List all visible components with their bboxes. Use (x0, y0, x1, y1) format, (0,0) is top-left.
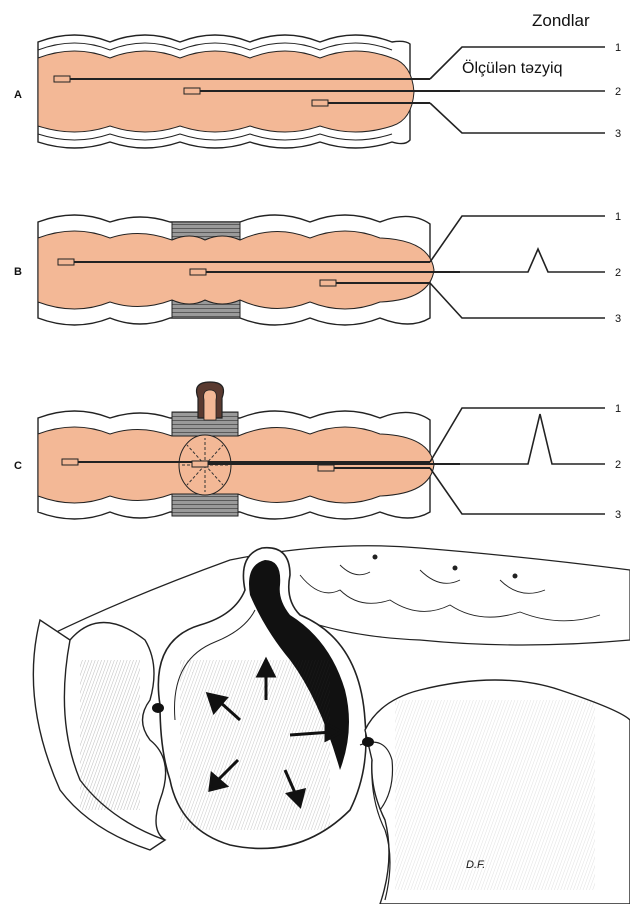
pressure-trace-2-c (460, 414, 605, 464)
probe-number-3-c: 3 (615, 509, 621, 521)
probe-number-1-b: 1 (615, 211, 621, 223)
probe-number-2-a: 2 (615, 86, 621, 98)
panel-letter-b: B (14, 266, 22, 278)
probe-tip-3-c (318, 465, 334, 471)
probe-number-2-c: 2 (615, 459, 621, 471)
pressure-trace-2-b (460, 249, 605, 272)
probe-number-3-b: 3 (615, 313, 621, 325)
artist-signature: D.F. (466, 859, 485, 871)
haustral-fold-right (362, 737, 374, 747)
probe-tip-3-b (320, 280, 336, 286)
probe-tip-1-a (54, 76, 70, 82)
probe-tip-2-a (184, 88, 200, 94)
intestine-lumen-b (38, 231, 434, 309)
pressure-trace-1-b (430, 216, 605, 262)
pressure-trace-1-c (430, 408, 605, 462)
measured-pressure-label: Ölçülən təzyiq (462, 59, 563, 77)
pressure-trace-3-c (430, 468, 605, 514)
panel-letter-a: A (14, 89, 22, 101)
probe-tip-3-a (312, 100, 328, 106)
probe-tip-1-c (62, 459, 78, 465)
probes-title: Zondlar (532, 11, 590, 30)
panel-letter-c: C (14, 460, 22, 472)
panel-a: A 1 2 3 (14, 35, 621, 148)
probe-number-2-b: 2 (615, 267, 621, 279)
probe-number-3-a: 3 (615, 128, 621, 140)
probe-number-1-c: 1 (615, 403, 621, 415)
probe-number-1-a: 1 (615, 42, 621, 54)
serosal-surface (40, 546, 630, 645)
panel-c: C 1 2 3 (14, 382, 621, 521)
pressure-trace-3-b (430, 283, 605, 318)
probe-tip-1-b (58, 259, 74, 265)
diverticulum-illustration: D.F. (33, 546, 630, 904)
haustral-fold-left (152, 703, 164, 713)
probe-tip-2-c (192, 461, 208, 467)
probe-tip-2-b (190, 269, 206, 275)
pressure-trace-3-a (430, 103, 605, 133)
panel-b: B 1 2 3 (14, 211, 621, 325)
